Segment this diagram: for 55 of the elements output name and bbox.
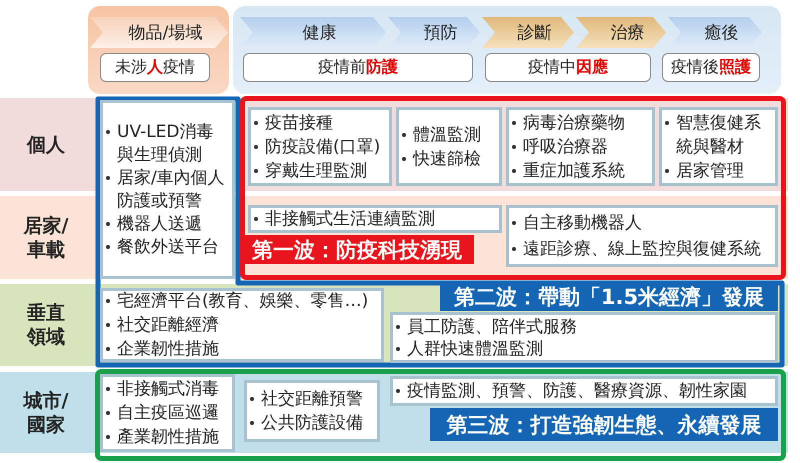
list-item: 居家/車內個人防護或預警: [104, 166, 228, 212]
list-card: [248, 205, 502, 233]
phase-tag: 疫情前防護: [243, 53, 473, 82]
list-item: 機器人送遞: [104, 212, 228, 236]
wave-banner: 第三波：打造強韌生態、永續發展: [430, 408, 778, 441]
list-card: [100, 374, 235, 452]
phase-tag: 疫情中因應: [485, 53, 651, 82]
list-item: 呼吸治療器: [510, 134, 648, 158]
list-item: UV-LED消毒與生理偵測: [104, 120, 228, 166]
list-item: 非接觸式生活連續監測: [252, 208, 495, 230]
list-item: 宅經濟平台(教育、娛樂、零售…): [104, 289, 377, 313]
list-card: [659, 107, 778, 186]
list-card: [244, 380, 380, 442]
phase-tag: 未涉人疫情: [100, 53, 210, 82]
row-header: 居家/車載: [0, 196, 92, 279]
list-item: 居家管理: [663, 158, 771, 182]
list-item: 穿戴生理監測: [252, 158, 385, 182]
list-card: [506, 205, 778, 267]
list-item: 公共防護設備: [248, 411, 373, 435]
list-card: [390, 312, 778, 363]
list-item: 社交距離預警: [248, 387, 373, 411]
list-card: [100, 288, 384, 362]
chevron-step: 診斷: [482, 17, 574, 48]
list-card: [100, 100, 235, 279]
list-item: 企業韌性措施: [104, 337, 377, 361]
row-header: 垂直領域: [0, 284, 92, 366]
list-item: 病毒治療藥物: [510, 110, 648, 134]
list-item: 自主疫區巡邏: [104, 401, 228, 425]
list-item: 智慧復健系統與醫材: [663, 110, 771, 158]
list-item: 人群快速體溫監測: [394, 338, 771, 360]
chevron-step: 物品/場域: [90, 17, 228, 48]
list-item: 疫情監測、預警、防護、醫療資源、韌性家園: [394, 379, 771, 403]
header-panel: [88, 6, 229, 94]
chevron-step: 治療: [576, 17, 666, 48]
list-item: 產業韌性措施: [104, 425, 228, 449]
header-panel: [233, 6, 781, 94]
phase-tag: 疫情後照護: [662, 53, 760, 82]
list-item: 體溫監測: [400, 122, 495, 146]
wave-banner: 第二波：帶動「1.5米經濟」發展: [440, 283, 778, 311]
row-header: 個人: [0, 98, 92, 191]
list-item: 快速篩檢: [400, 146, 495, 170]
list-item: 餐飲外送平台: [104, 236, 228, 258]
list-card: [396, 107, 502, 186]
list-item: 社交距離經濟: [104, 313, 377, 337]
list-item: 員工防護、陪伴式服務: [394, 316, 771, 338]
list-item: 遠距診療、線上監控與復健系統: [510, 236, 771, 262]
list-card: [390, 376, 778, 406]
row-header: 城市/國家: [0, 372, 92, 453]
list-card: [506, 107, 655, 186]
list-item: 防疫設備(口罩): [252, 134, 385, 158]
list-item: 非接觸式消毒: [104, 377, 228, 401]
list-item: 自主移動機器人: [510, 210, 771, 236]
list-item: 疫苗接種: [252, 110, 385, 134]
list-card: [248, 107, 392, 186]
list-item: 重症加護系統: [510, 158, 648, 182]
